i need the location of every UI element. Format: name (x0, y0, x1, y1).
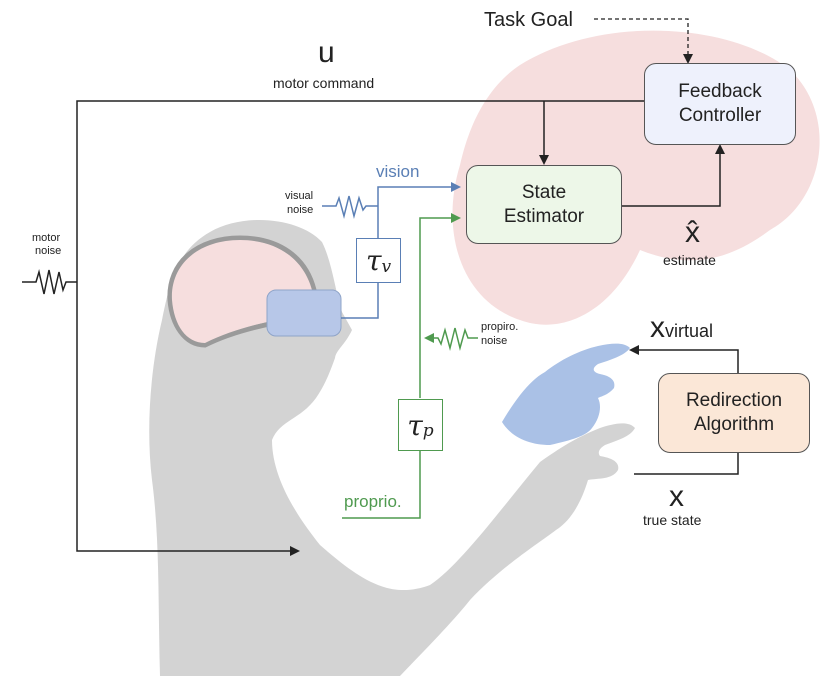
true-state-line (634, 452, 739, 475)
state-estimator-box: State Estimator (466, 165, 622, 244)
task-goal-arrow (594, 18, 693, 64)
visual-noise-label-line2: noise (287, 204, 314, 216)
motor-command-label: motor command (273, 75, 375, 91)
vision-label: vision (376, 162, 420, 181)
x-virtual-arrow (629, 345, 739, 373)
x-virtual-subscript: virtual (665, 321, 714, 341)
motor-noise-label-line2: noise (35, 245, 62, 257)
motor-command-symbol: u (318, 36, 335, 69)
proprio-noise-symbol (424, 327, 478, 351)
tau-v-subscript: v (381, 256, 392, 277)
proprio-line (342, 450, 421, 519)
true-state-label: true state (643, 512, 702, 528)
feedback-controller-line1: Feedback (678, 81, 762, 103)
x-virtual-label: xvirtual (650, 313, 713, 343)
motor-noise-label-line1: motor (32, 232, 61, 244)
estimate-arrow (621, 144, 725, 207)
true-state-symbol: x (669, 480, 684, 513)
estimate-label: estimate (663, 252, 716, 268)
vr-headset (266, 289, 342, 337)
x-virtual-symbol: x (650, 311, 665, 344)
feedback-controller-line2: Controller (678, 105, 762, 126)
proprio-noise-label-line2: noise (481, 335, 508, 347)
redirection-line2: Algorithm (693, 414, 775, 435)
proprio-noise-label-line1: propiro. (481, 321, 519, 333)
virtual-hand (502, 343, 630, 445)
state-estimator-line1: State (521, 181, 567, 203)
vision-line (341, 283, 379, 319)
tau-p-symbol: τ (407, 408, 423, 442)
redirection-algorithm-box: Redirection Algorithm (658, 373, 810, 453)
motor-noise-symbol (22, 269, 77, 295)
vision-arrow (377, 182, 461, 238)
proprio-arrow (419, 213, 461, 398)
motor-command-line (76, 100, 644, 556)
estimate-symbol: x̂ (685, 216, 700, 249)
feedback-controller-box: Feedback Controller (644, 63, 796, 145)
tau-p-subscript: p (422, 421, 434, 441)
task-goal-label: Task Goal (484, 9, 573, 31)
proprio-label: proprio. (344, 492, 402, 511)
visual-noise-label-line1: visual (285, 190, 314, 202)
visual-noise-symbol (322, 195, 378, 219)
redirection-line1: Redirection (685, 390, 783, 412)
state-estimator-line2: Estimator (503, 205, 585, 227)
tau-v-symbol: τ (365, 244, 382, 277)
